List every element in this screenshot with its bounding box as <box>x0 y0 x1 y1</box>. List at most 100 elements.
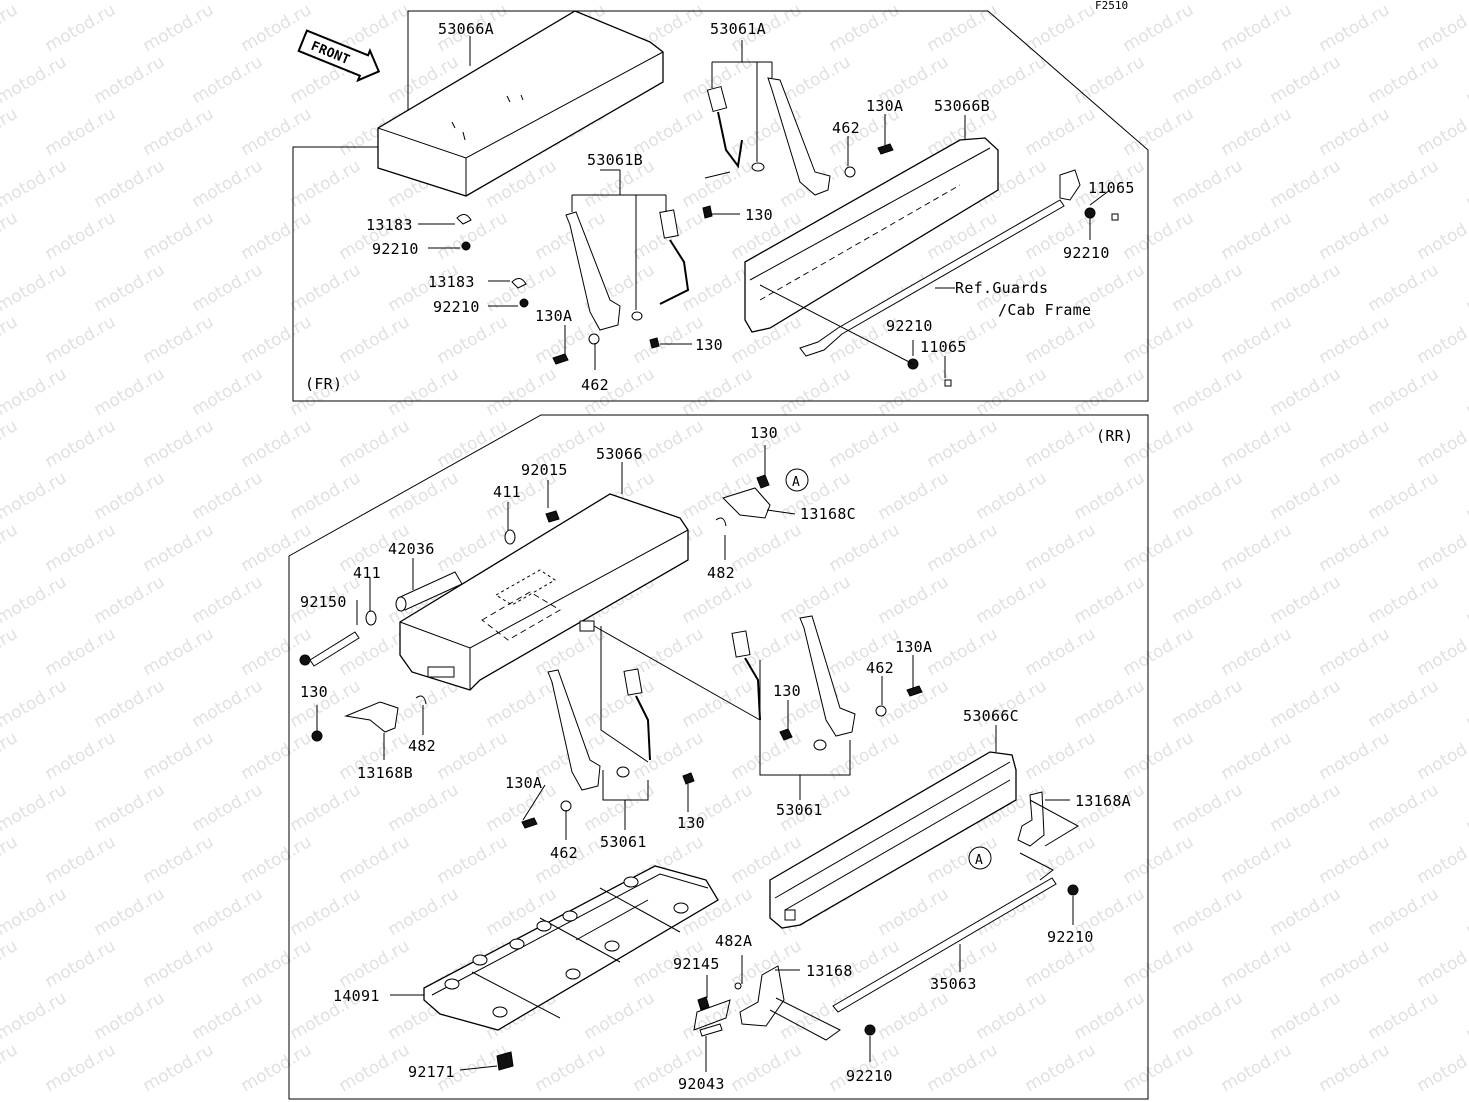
watermark-text: motod.ru <box>1022 104 1100 160</box>
front-leader-lines <box>418 36 1111 378</box>
rear-rod-35063 <box>832 877 1079 1036</box>
watermark-text: motod.ru <box>581 780 659 836</box>
watermark-text: motod.ru <box>973 572 1051 628</box>
part-label: 53061A <box>710 20 766 38</box>
watermark-text: motod.ru <box>1169 156 1247 212</box>
part-label: 35063 <box>930 975 977 993</box>
rear-seat-belt-left <box>521 668 695 829</box>
figure-code: F2510 <box>1095 0 1128 12</box>
watermark-text: motod.ru <box>434 312 512 368</box>
watermark-text: motod.ru <box>1316 312 1394 368</box>
watermark-text: motod.ru <box>140 520 218 576</box>
watermark-text: motod.ru <box>1316 104 1394 160</box>
watermark-text: motod.ru <box>140 104 218 160</box>
watermark-text: motod.ru <box>0 52 70 108</box>
rear-seat-belt-right <box>731 615 923 751</box>
part-label: 13168A <box>1075 792 1131 810</box>
part-label: 130 <box>300 683 328 701</box>
watermark-text: motod.ru <box>1120 312 1198 368</box>
watermark-text: motod.ru <box>1414 624 1469 680</box>
watermark-text: motod.ru <box>189 676 267 732</box>
rear-backrest-53066C <box>769 751 1017 929</box>
watermark-text: motod.ru <box>1463 572 1469 628</box>
watermark-text: motod.ru <box>1071 988 1149 1044</box>
watermark-text: motod.ru <box>91 468 169 524</box>
tray-bolt-head <box>623 876 639 888</box>
watermark-text: motod.ru <box>434 728 512 784</box>
watermark-text: motod.ru <box>0 416 21 472</box>
watermark-text: motod.ru <box>1120 832 1198 888</box>
watermark-text: motod.ru <box>630 728 708 784</box>
part-label: 42036 <box>388 540 435 558</box>
watermark-text: motod.ru <box>1071 676 1149 732</box>
watermark-text: motod.ru <box>1316 832 1394 888</box>
watermark-text: motod.ru <box>1169 52 1247 108</box>
watermark-text: motod.ru <box>189 572 267 628</box>
watermark-text: motod.ru <box>1022 520 1100 576</box>
rear-part-labels: 130 92015 53066 411 13168C 42036 482 411… <box>300 424 1131 1093</box>
watermark-text: motod.ru <box>140 0 218 56</box>
part-label: 482 <box>707 564 735 582</box>
watermark-text: motod.ru <box>973 364 1051 420</box>
part-label: 92210 <box>433 298 480 316</box>
watermark-text: motod.ru <box>0 988 70 1044</box>
watermark-text: motod.ru <box>924 520 1002 576</box>
part-label: 11065 <box>920 338 967 356</box>
watermark-text: motod.ru <box>287 780 365 836</box>
watermark-text: motod.ru <box>1218 416 1296 472</box>
watermark-text: motod.ru <box>140 416 218 472</box>
watermark-text: motod.ru <box>875 572 953 628</box>
part-label: 92145 <box>673 955 720 973</box>
watermark-text: motod.ru <box>0 572 70 628</box>
rear-bracket-13168A <box>1017 791 1045 847</box>
part-label: 411 <box>353 564 381 582</box>
watermark-text: motod.ru <box>238 624 316 680</box>
part-label: 53061 <box>600 833 647 851</box>
watermark-text: motod.ru <box>1316 0 1394 56</box>
watermark-text: motod.ru <box>0 0 21 56</box>
watermark-text: motod.ru <box>140 624 218 680</box>
watermark-text: motod.ru <box>189 156 267 212</box>
watermark-text: motod.ru <box>385 780 463 836</box>
part-label: 53066B <box>934 97 990 115</box>
watermark-text: motod.ru <box>1071 364 1149 420</box>
part-label: 53061B <box>587 151 643 169</box>
watermark-text: motod.ru <box>581 988 659 1044</box>
watermark-text: motod.ru <box>1120 728 1198 784</box>
watermark-text: motod.ru <box>140 208 218 264</box>
part-label: 462 <box>550 844 578 862</box>
watermark-text: motod.ru <box>42 208 120 264</box>
watermark-text: motod.ru <box>91 572 169 628</box>
watermark-text: motod.ru <box>91 260 169 316</box>
watermark-text: motod.ru <box>924 416 1002 472</box>
watermark-text: motod.ru <box>1414 832 1469 888</box>
part-label: 53061 <box>776 801 823 819</box>
watermark-text: motod.ru <box>140 312 218 368</box>
watermark-text: motod.ru <box>189 468 267 524</box>
watermark-text: motod.ru <box>287 884 365 940</box>
part-label: 53066 <box>596 445 643 463</box>
watermark-text: motod.ru <box>1022 624 1100 680</box>
watermark-text: motod.ru <box>189 988 267 1044</box>
watermark-text: motod.ru <box>1218 104 1296 160</box>
watermark-text: motod.ru <box>1463 0 1469 4</box>
watermark-text: motod.ru <box>42 1040 120 1096</box>
watermark-text: motod.ru <box>189 364 267 420</box>
watermark-text: motod.ru <box>1169 468 1247 524</box>
watermark-text: motod.ru <box>140 832 218 888</box>
watermark-text: motod.ru <box>483 364 561 420</box>
watermark-text: motod.ru <box>1316 208 1394 264</box>
watermark-text: motod.ru <box>1365 676 1443 732</box>
watermark-text: motod.ru <box>1414 208 1469 264</box>
watermark-text: motod.ru <box>777 572 855 628</box>
rear-upper-hardware <box>299 474 770 705</box>
watermark-text: motod.ru <box>42 0 120 56</box>
watermark-text: motod.ru <box>91 884 169 940</box>
rear-section-label: (RR) <box>1096 427 1133 445</box>
part-label: 92210 <box>846 1067 893 1085</box>
watermark-text: motod.ru <box>924 0 1002 56</box>
watermark-text: motod.ru <box>1120 624 1198 680</box>
watermark-text: motod.ru <box>1218 728 1296 784</box>
watermark-text: motod.ru <box>1218 624 1296 680</box>
